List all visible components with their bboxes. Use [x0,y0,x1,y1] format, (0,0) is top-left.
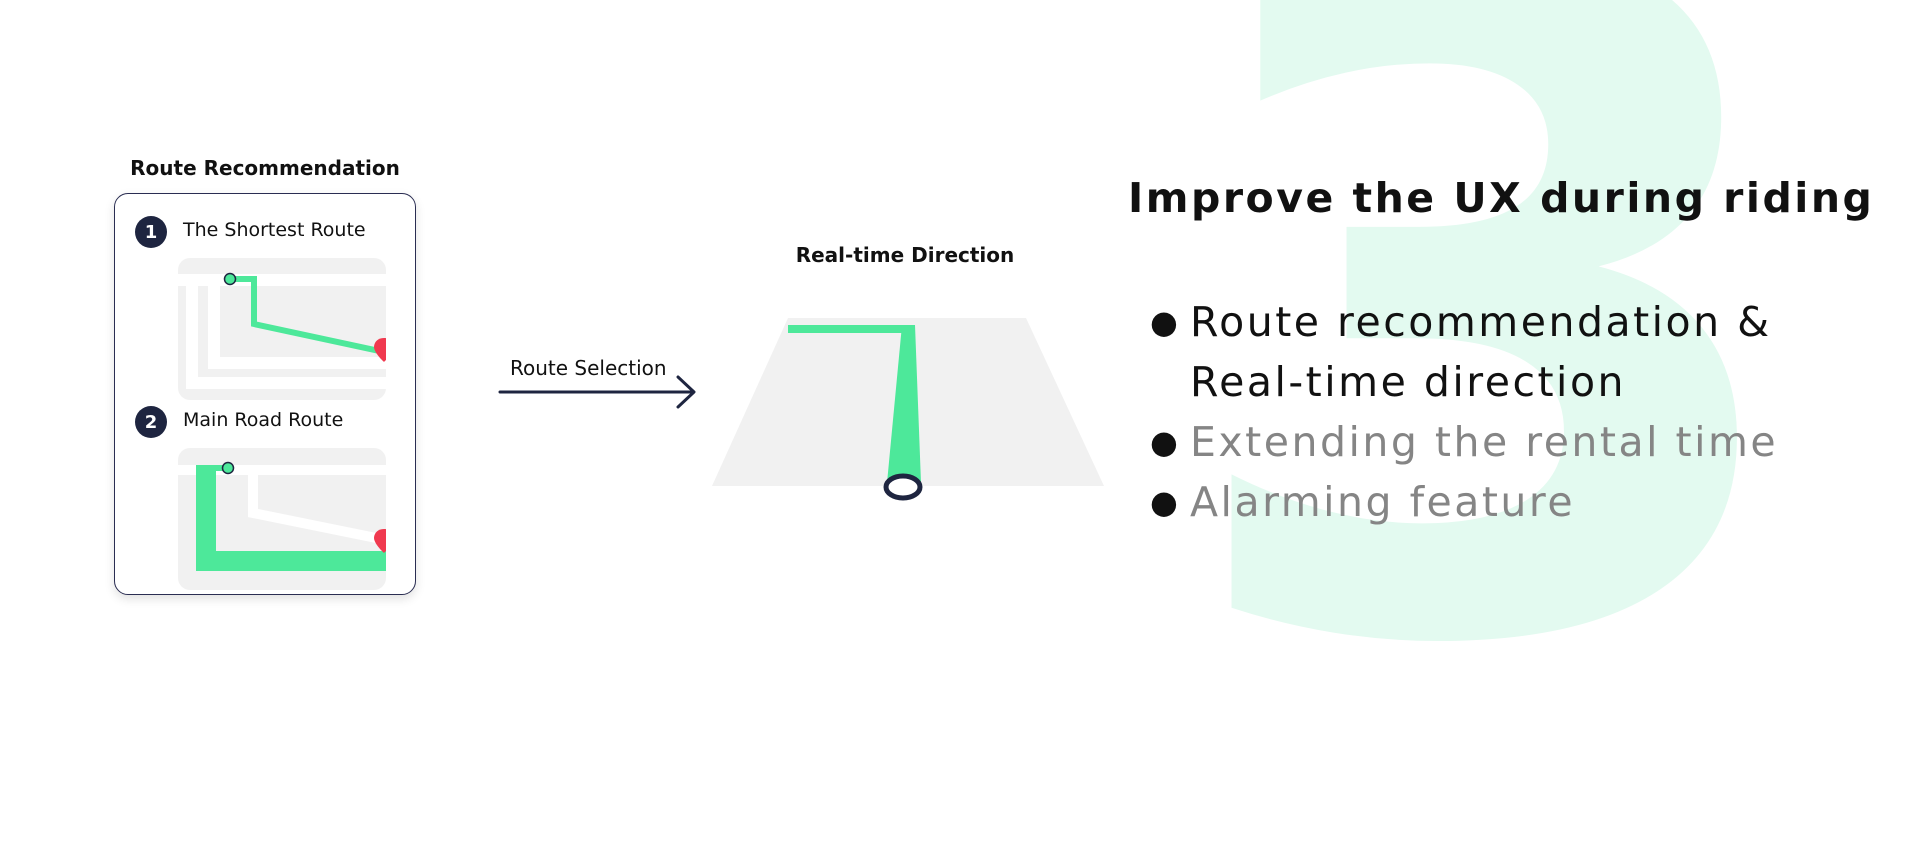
feature-item-line: Alarming feature [1190,478,1576,526]
start-point-icon [221,461,235,475]
feature-item-line: Extending the rental time [1190,418,1779,466]
start-point-icon [223,272,237,286]
headline: Improve the UX during riding [1128,174,1875,222]
route-forward-line [887,325,921,483]
destination-pin-icon [374,529,386,553]
map-street [178,274,386,389]
current-position-icon [883,473,923,501]
bullet-dot-icon: ● [1150,423,1181,461]
right-arrow-icon [498,375,696,409]
destination-pin-icon [374,338,386,362]
route-label: The Shortest Route [183,219,366,241]
feature-item-extending-rental: ● Extending the rental time [1150,412,1850,472]
feature-item-line: Real-time direction [1190,358,1627,406]
main-road-route-map [178,448,386,590]
route-number-badge: 2 [135,406,167,438]
real-time-direction-road [712,318,1104,501]
bullet-dot-icon: ● [1150,483,1181,521]
feature-item-line: Route recommendation & [1190,298,1772,346]
route-line [196,468,386,571]
route-line [230,276,385,355]
route-label: Main Road Route [183,409,344,431]
feature-item-route-recommendation: ● Route recommendation & Real-time direc… [1150,292,1850,412]
shortest-route-map [178,258,386,400]
feature-item-alarming: ● Alarming feature [1150,472,1850,532]
route-recommendation-card: 1 The Shortest Route 2 Main Road Route [114,193,416,595]
route-selection-label: Route Selection [510,356,667,380]
bullet-dot-icon: ● [1150,303,1181,341]
route-recommendation-title: Route Recommendation [130,156,400,180]
feature-list: ● Route recommendation & Real-time direc… [1150,292,1850,532]
background-number: 3 [1170,0,1811,845]
real-time-direction-title: Real-time Direction [795,243,1015,267]
route-number-badge: 1 [135,216,167,248]
